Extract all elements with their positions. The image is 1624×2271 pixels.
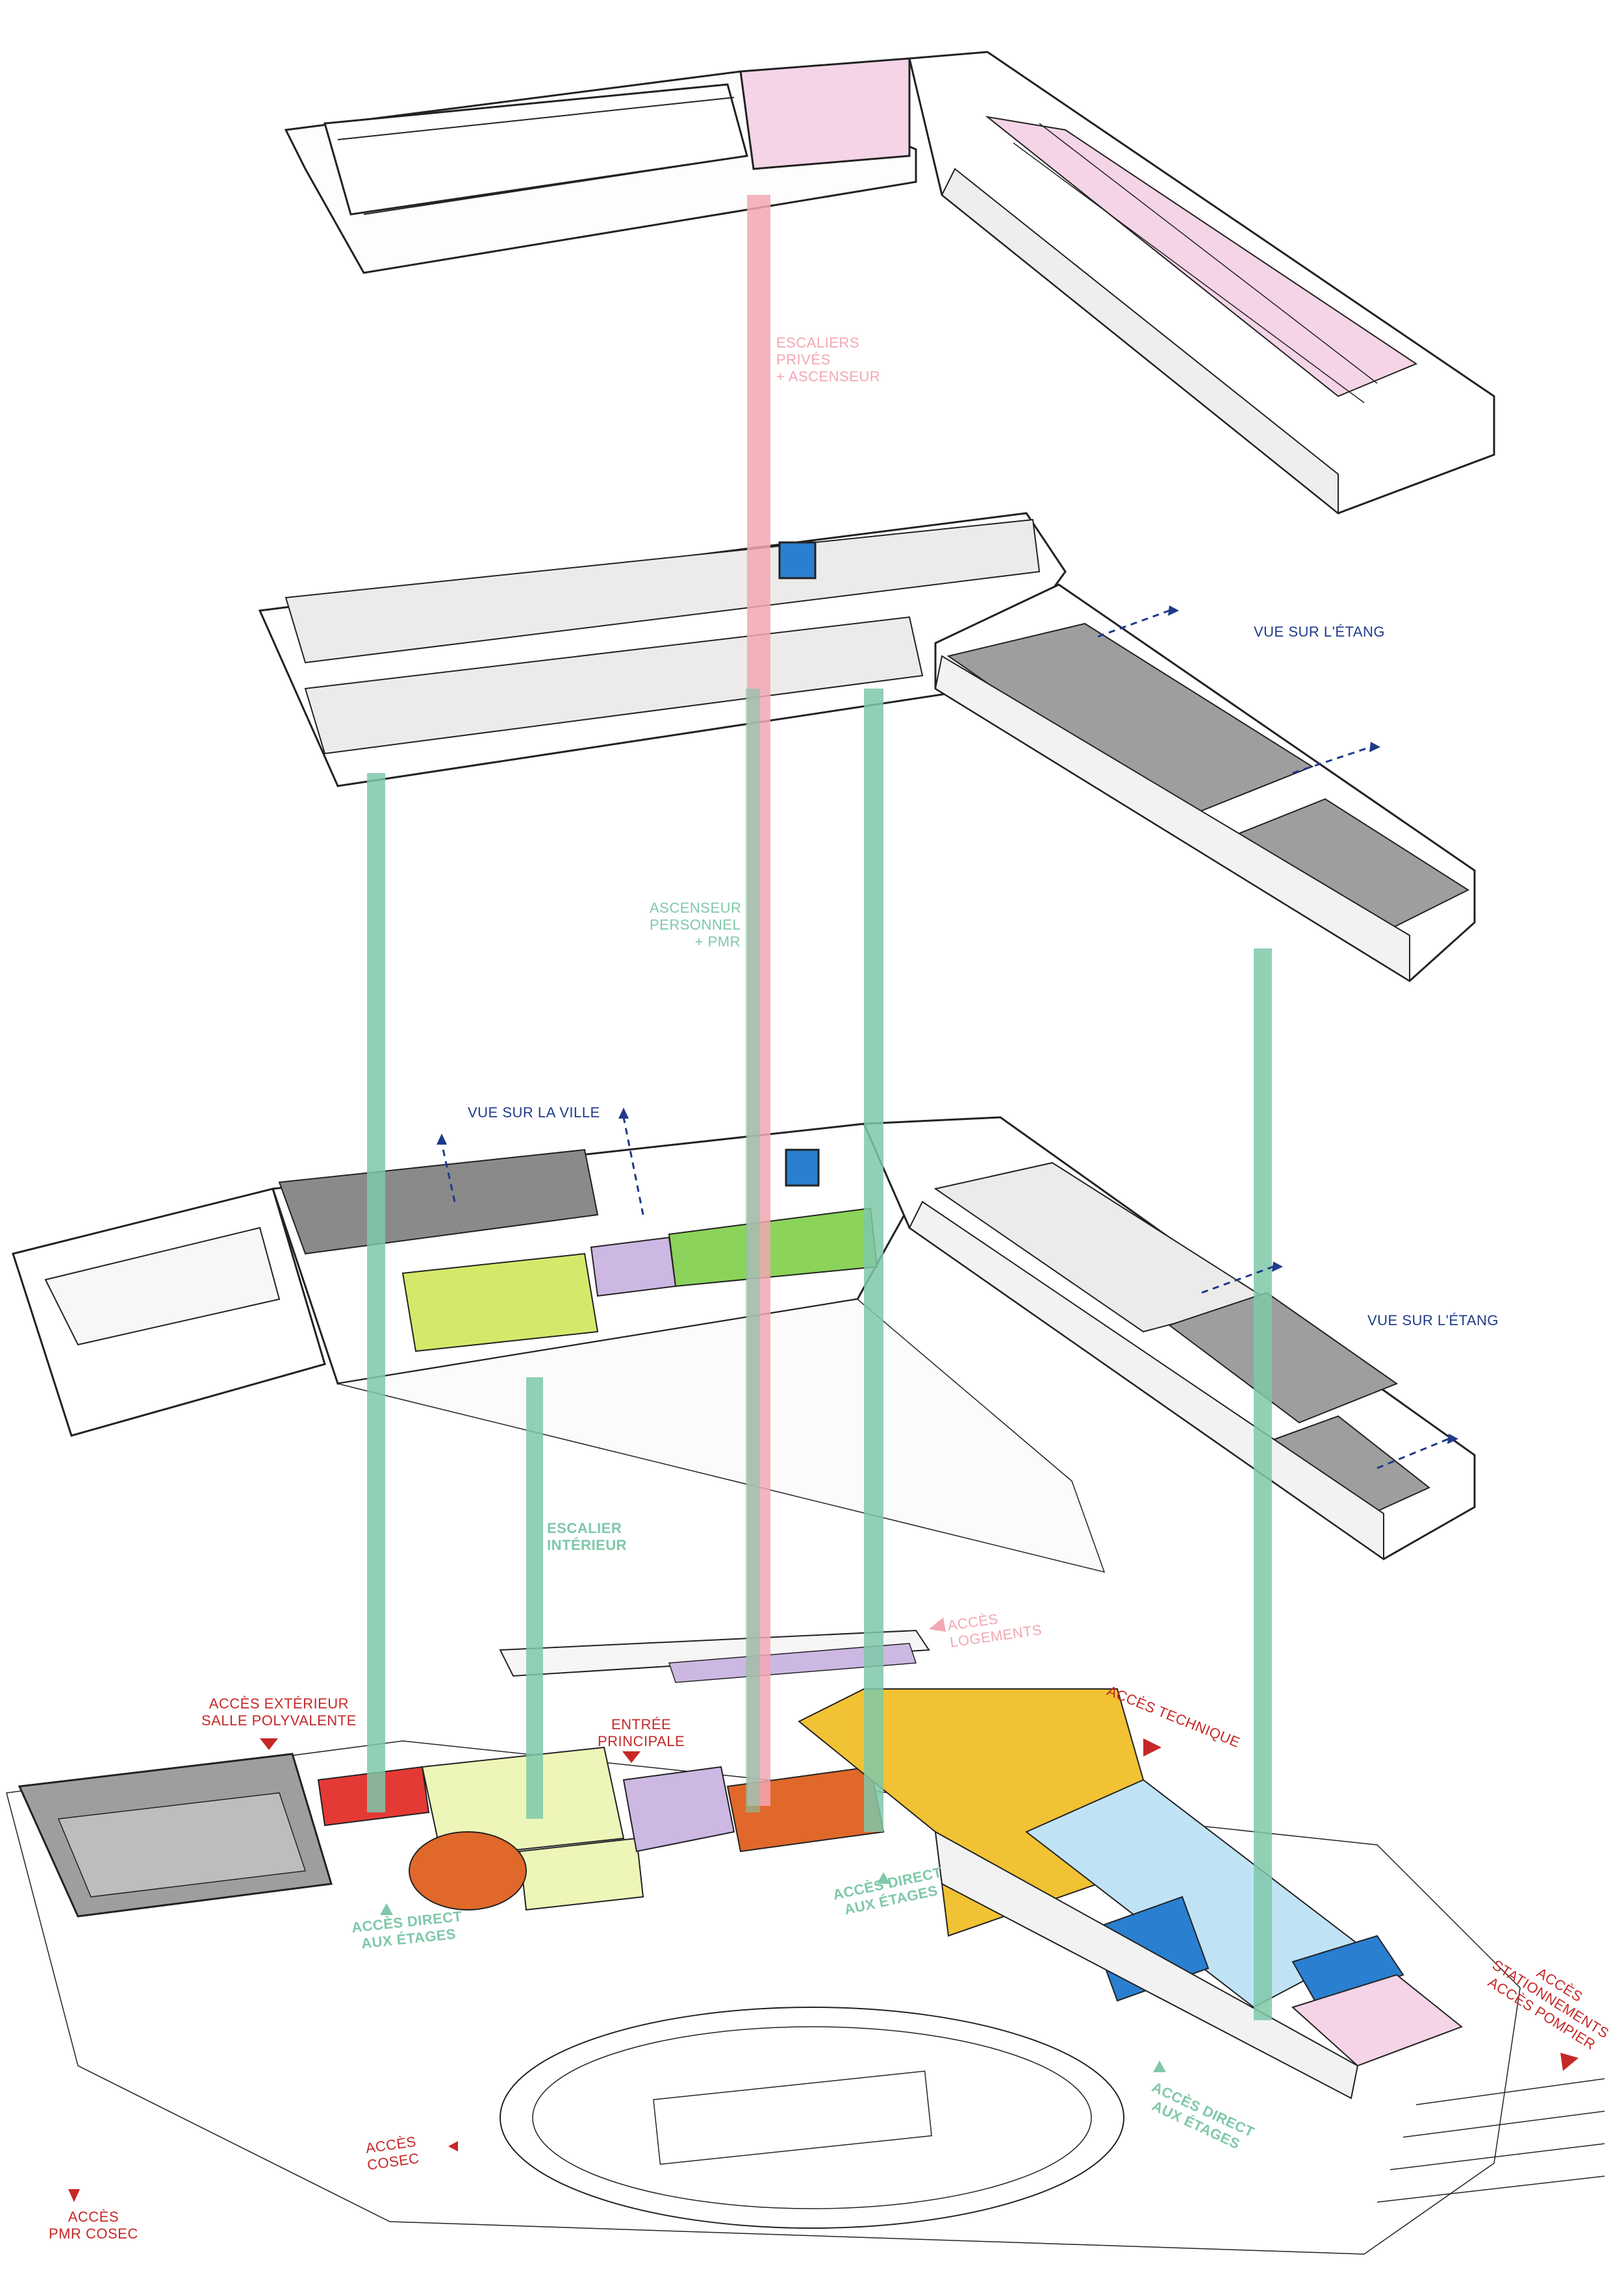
access-arrow-stationnements (1560, 2053, 1579, 2071)
ground-lavender-entrance (622, 1766, 735, 1853)
green-shaft-lift (746, 689, 760, 1812)
access-arrow-pmr (68, 2189, 80, 2202)
view-arrow-head (437, 1134, 447, 1145)
view-arrows (437, 605, 1458, 1469)
green-shaft-left (367, 773, 385, 1812)
access-arrow-logements (929, 1618, 946, 1632)
sports-track (500, 2007, 1124, 2229)
access-arrow-cosec (448, 2141, 458, 2151)
label-vue-etang-middle: VUE SUR L'ÉTANG (1367, 1312, 1499, 1328)
access-arrow-exterieur (260, 1738, 278, 1750)
access-arrow-entree (622, 1751, 641, 1763)
label-vue-ville: VUE SUR LA VILLE (468, 1104, 600, 1121)
first-level-dark-block (278, 1148, 599, 1255)
label-escalier-interieur: ESCALIER INTÉRIEUR (547, 1520, 628, 1553)
top-stair-block (739, 57, 911, 170)
label-escaliers-prives: ESCALIERS PRIVÉS + ASCENSEUR (776, 335, 881, 385)
label-acces-pmr-cosec: ACCÈS PMR COSEC (49, 2209, 138, 2242)
vertical-connectors (367, 195, 1272, 2020)
view-arrow-head (1369, 742, 1380, 752)
second-level-blue-room (778, 541, 817, 579)
view-arrow-head (618, 1108, 629, 1119)
ground-orange-oval-room (409, 1831, 527, 1910)
top-level-housing-floor (284, 51, 1495, 515)
ground-pink-rooms (1291, 1973, 1463, 2067)
label-acces-exterieur: ACCÈS EXTÉRIEUR SALLE POLYVALENTE (201, 1695, 357, 1729)
first-level-lavender-room (590, 1236, 677, 1297)
top-housing-rooms (985, 116, 1418, 398)
label-entree-principale: ENTRÉE PRINCIPALE (598, 1716, 685, 1749)
green-shaft-escalier (526, 1377, 543, 1819)
ground-level-floor (6, 1629, 1605, 2255)
view-arrow-head (1447, 1434, 1458, 1444)
access-arrow-technique (1143, 1738, 1161, 1757)
green-shaft-center (864, 689, 883, 1832)
view-arrow-head (1168, 605, 1179, 616)
first-level-lime-rooms (401, 1252, 599, 1352)
access-direct-arrows (380, 1872, 1166, 2072)
label-vue-etang-upper: VUE SUR L'ÉTANG (1254, 624, 1385, 640)
ground-lime-rooms (421, 1746, 625, 1859)
green-shaft-right (1254, 948, 1272, 2020)
label-acces-cosec: ACCÈS COSEC (364, 2133, 421, 2174)
ground-canopy (499, 1629, 930, 1677)
first-level-blue-room (785, 1148, 820, 1187)
view-arrow-head (1272, 1262, 1283, 1272)
access-arrows (68, 1618, 1579, 2202)
label-ascenseur-personnel: ASCENSEUR PERSONNEL + PMR (650, 900, 742, 950)
